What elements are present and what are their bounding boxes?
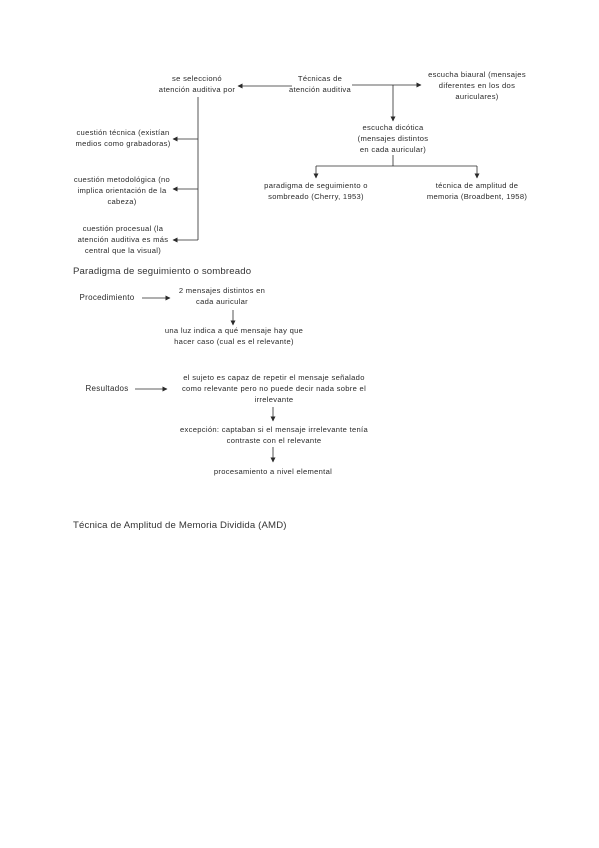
procedure-label: Procedimiento [79,293,135,302]
section-heading-amd: Técnica de Amplitud de Memoria Dividida … [73,520,287,531]
section-heading-shadowing: Paradigma de seguimiento o sombreado [73,266,252,277]
node-branch-memory-span: técnica de amplitud de memoria (Broadben… [426,181,528,201]
results-step-2: excepción: captaban si el mensaje irrele… [180,425,368,445]
node-reason-processual: cuestión procesual (la atención auditiva… [77,224,169,255]
node-binaural: escucha biaural (mensajes diferentes en … [428,70,526,101]
results-label: Resultados [85,384,129,393]
procedure-step-1: 2 mensajes distintos en cada auricular [178,286,266,306]
results-step-1: el sujeto es capaz de repetir el mensaje… [181,373,367,404]
results-step-3: procesamiento a nivel elemental [213,467,333,476]
node-root-tecnicas: Técnicas de atención auditiva [288,74,352,94]
node-reason-methodological: cuestión metodológica (no implica orient… [73,175,171,206]
node-reason-technical: cuestión técnica (existían medios como g… [75,128,171,148]
node-branch-shadowing: paradigma de seguimiento o sombreado (Ch… [264,181,368,201]
node-dichotic: escucha dicótica (mensajes distintos en … [357,123,429,154]
procedure-step-2: una luz indica a qué mensaje hay que hac… [164,326,304,346]
node-selected-by: se seleccionó atención auditiva por [158,74,236,94]
